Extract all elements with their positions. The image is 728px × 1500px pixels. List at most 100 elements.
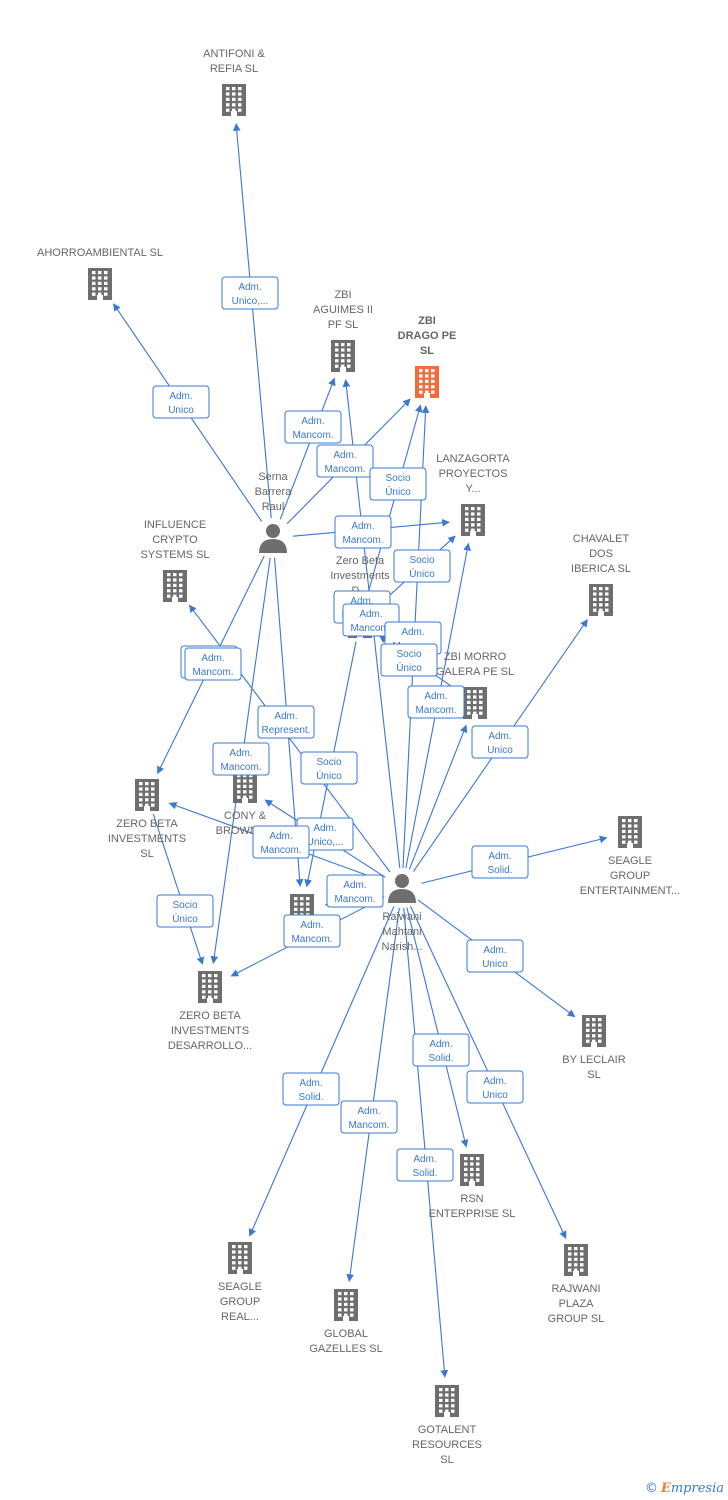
relation-text: Adm. [300,920,323,931]
node-rsn[interactable]: RSN ENTERPRISE SL [429,1154,516,1220]
node-label: SL [440,1454,453,1466]
relation-label-rajwani-morro[interactable]: Adm.Mancom. [407,685,465,719]
node-label: GROUP [220,1296,260,1308]
node-lanzagorta[interactable]: LANZAGORTA PROYECTOS Y... [436,453,510,536]
node-label: ZERO BETA [116,818,178,830]
node-label: AGUIMES II [313,304,373,316]
node-label: ZBI MORRO [444,651,507,663]
relation-label-rajwani-seagle_ent[interactable]: Adm.Solid. [471,845,529,879]
relation-label-serna-lanzagorta[interactable]: Adm.Mancom. [334,515,392,549]
node-antifoni[interactable]: ANTIFONI &REFIA SL [203,48,266,116]
building-icon [228,1242,252,1274]
relation-label-rajwani-influence[interactable]: Adm. Mancom. [184,647,242,681]
node-label: SEAGLE [218,1281,262,1293]
relation-text: Único [409,567,435,580]
node-label: RESOURCES [412,1439,482,1451]
node-label: GROUP [610,870,650,882]
node-zbdes[interactable]: ZERO BETAINVESTMENTSDESARROLLO... [168,971,252,1052]
node-label: Y... [465,483,480,495]
relation-label-serna-drago[interactable]: Adm.Mancom. [316,444,374,478]
relation-label-serna-aguimes[interactable]: Adm.Mancom. [284,410,342,444]
relation-text: Mancom. [192,667,233,678]
node-label: PF SL [328,319,359,331]
relation-text: Adm. [238,282,261,293]
node-label: INVESTMENTS [171,1025,249,1037]
node-label: LANZAGORTA [436,453,510,465]
relation-label-serna-antifoni[interactable]: Adm.Unico,... [221,276,279,310]
relation-text: Adm. [201,653,224,664]
relation-text: Único [172,912,198,925]
building-icon [163,570,187,602]
node-label: ENTERPRISE SL [429,1208,516,1220]
relation-text: Unico [487,745,513,756]
node-label: GAZELLES SL [309,1343,382,1355]
node-cony[interactable]: CONY &BROWN SL [216,771,275,837]
node-seagle_real[interactable]: SEAGLE GROUP REAL... [218,1242,262,1323]
node-rajwani[interactable]: RajwaniMahtaniNarish... [382,874,423,953]
node-label: PROYECTOS [439,468,508,480]
node-leclair[interactable]: BY LECLAIR SL [562,1015,626,1081]
relation-label-rajwani-rsn[interactable]: Adm.Solid. [412,1033,470,1067]
relation-label-serna-zbdes[interactable]: Adm.Mancom. [212,742,270,776]
relation-label-rajwani-plaza[interactable]: Adm.Unico [466,1070,524,1104]
relation-text: Adm. [401,627,424,638]
relation-label-rajwani-zbdes[interactable]: Adm. Mancom. [283,914,341,948]
relation-text: Adm. [351,521,374,532]
node-label: RSN [460,1193,483,1205]
building-icon [135,779,159,811]
brand-logo-text: mpresia [670,1481,724,1496]
brand-footer[interactable]: ©Empresia [645,1481,724,1496]
node-seagle_ent[interactable]: SEAGLEGROUPENTERTAINMENT... [580,816,680,897]
relation-text: Unico,... [307,837,344,848]
relation-label-serna-rur[interactable]: Adm.Represent. [257,705,315,739]
building-icon [589,584,613,616]
node-label: Raul [262,501,285,513]
relation-label-rajwani-chavalet[interactable]: Adm. Unico [471,725,529,759]
relation-label-rajwani-seagle_real[interactable]: Adm.Solid. [282,1072,340,1106]
node-label: Serna [258,471,288,483]
node-label: SL [140,848,153,860]
relation-text: Adm. [488,731,511,742]
relation-label-rajwani-leclair[interactable]: Adm.Unico [466,939,524,973]
relation-label-serna-ahorro[interactable]: Adm.Unico [152,385,210,419]
relation-text: Adm. [413,1154,436,1165]
relation-label-rajwani-gotalent[interactable]: Adm.Solid. [396,1148,454,1182]
node-label: REFIA SL [210,63,258,75]
relation-text: Adm. [313,823,336,834]
relation-text: Mancom. [348,1120,389,1131]
relation-text: Mancom. [324,464,365,475]
node-label: SEAGLE [608,855,652,867]
node-label: Barrera [255,486,293,498]
node-label: BY LECLAIR [562,1054,625,1066]
edge-rajwani-gotalent [403,907,449,1378]
node-label: SL [587,1069,600,1081]
node-label: REAL... [221,1311,259,1323]
relation-label-rajwani-rur[interactable]: Adm.Mancom. [326,874,384,908]
relation-label-rajwani-gazelles[interactable]: Adm.Mancom. [340,1100,398,1134]
relation-text: Mancom. [291,934,332,945]
person-icon [259,524,287,553]
node-label: DOS [589,548,613,560]
relation-label-rajwani-cony[interactable]: Adm. Unico,... [296,817,354,851]
person-icon [388,874,416,903]
relation-label-rajwani-zbinv[interactable]: Adm.Mancom. [252,825,310,859]
building-icon [222,84,246,116]
node-ahorro[interactable]: AHORROAMBIENTAL SL [37,247,163,300]
